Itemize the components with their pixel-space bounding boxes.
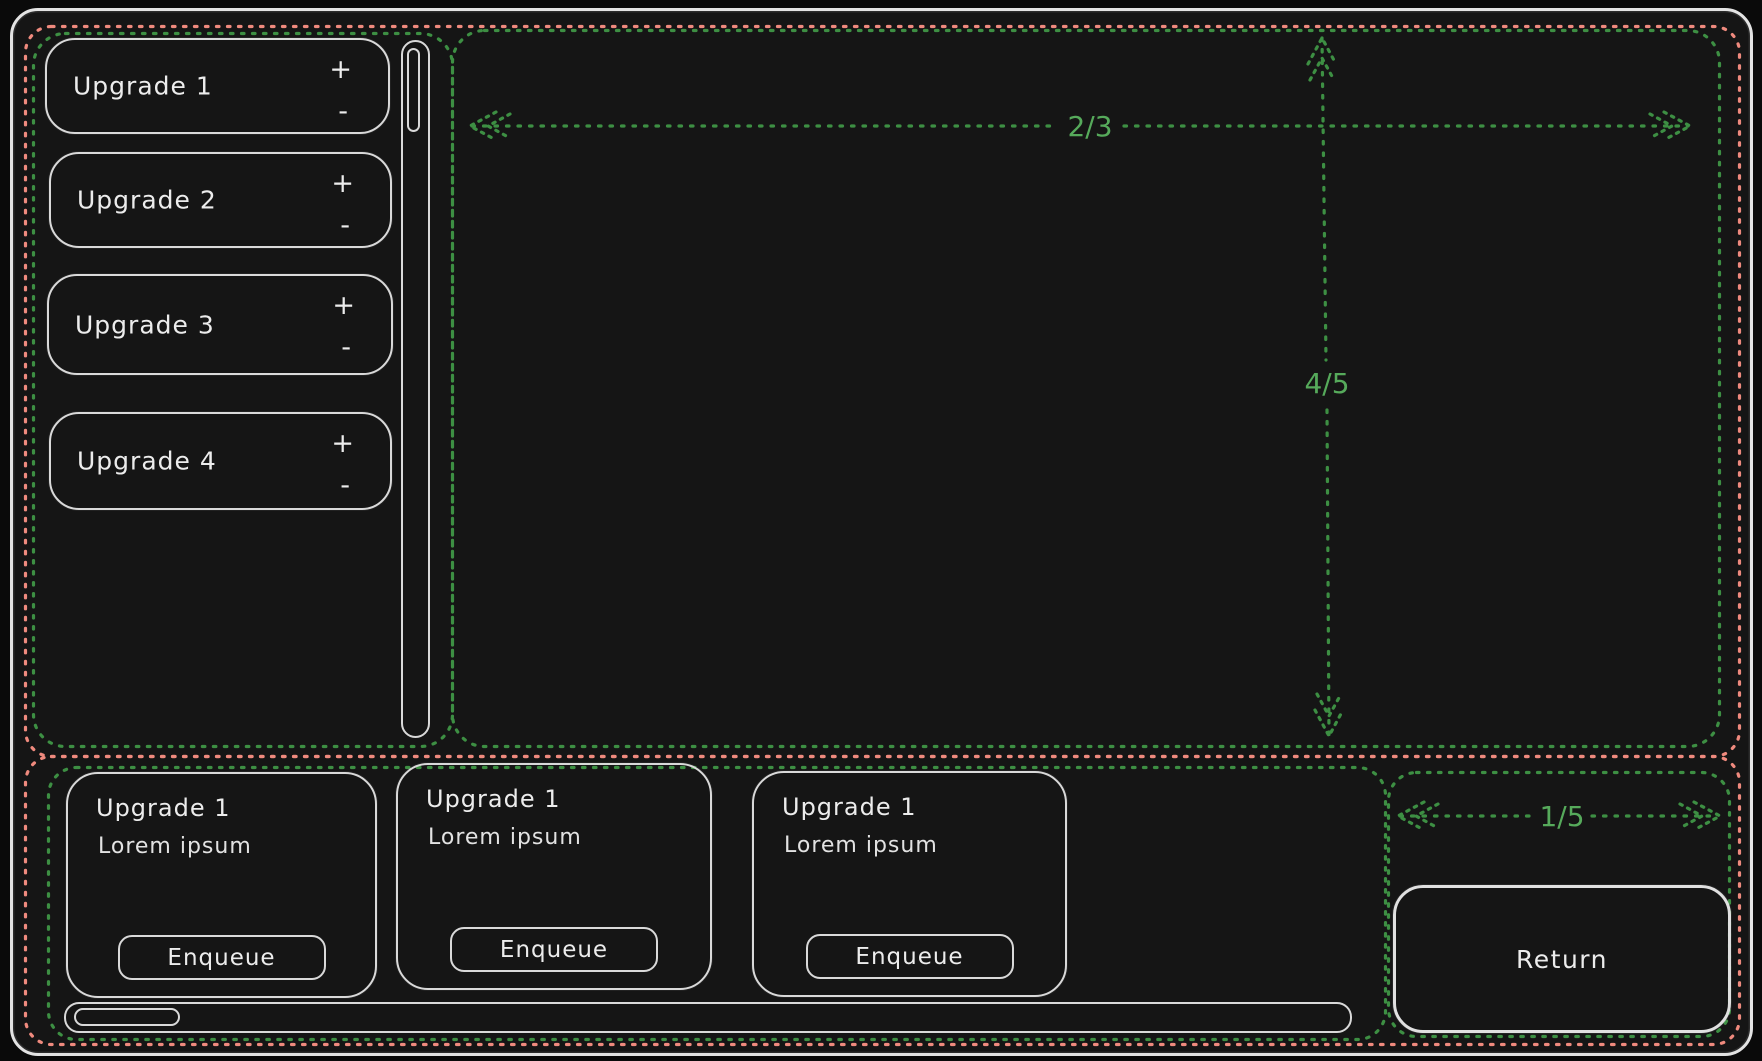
upgrade-label: Upgrade 3 <box>75 310 215 339</box>
queue-card-subtitle: Lorem ipsum <box>784 833 938 858</box>
sidebar-upgrade-row-1[interactable]: Upgrade 1 + - <box>45 38 390 134</box>
sidebar-upgrade-row-3[interactable]: Upgrade 3 + - <box>47 274 393 375</box>
decrement-button[interactable]: - <box>340 470 350 501</box>
increment-button[interactable]: + <box>329 54 352 85</box>
queue-card-1: Upgrade 1 Lorem ipsum Enqueue <box>66 772 377 998</box>
increment-button[interactable]: + <box>332 290 355 321</box>
queue-card-title: Upgrade 1 <box>782 793 917 821</box>
horizontal-scrollbar-track[interactable] <box>64 1002 1352 1033</box>
sidebar-upgrade-row-2[interactable]: Upgrade 2 + - <box>49 152 392 248</box>
queue-card-subtitle: Lorem ipsum <box>428 825 582 850</box>
vertical-scrollbar-thumb[interactable] <box>407 48 420 132</box>
horizontal-scrollbar-thumb[interactable] <box>74 1008 180 1026</box>
decrement-button[interactable]: - <box>341 332 351 363</box>
queue-card-title: Upgrade 1 <box>426 785 561 813</box>
queue-card-3: Upgrade 1 Lorem ipsum Enqueue <box>752 771 1067 997</box>
decrement-button[interactable]: - <box>340 210 350 241</box>
queue-card-subtitle: Lorem ipsum <box>98 834 252 859</box>
increment-button[interactable]: + <box>331 428 354 459</box>
upgrade-label: Upgrade 1 <box>73 71 213 101</box>
decrement-button[interactable]: - <box>338 96 348 127</box>
enqueue-button[interactable]: Enqueue <box>450 927 658 972</box>
queue-card-2: Upgrade 1 Lorem ipsum Enqueue <box>396 763 712 990</box>
vertical-scrollbar-track[interactable] <box>401 40 430 738</box>
sidebar-upgrade-row-4[interactable]: Upgrade 4 + - <box>49 412 392 510</box>
enqueue-button[interactable]: Enqueue <box>117 935 326 980</box>
upgrade-label: Upgrade 2 <box>77 185 217 215</box>
return-button[interactable]: Return <box>1393 885 1731 1033</box>
enqueue-button[interactable]: Enqueue <box>805 934 1014 979</box>
upgrade-label: Upgrade 4 <box>77 446 217 476</box>
increment-button[interactable]: + <box>331 168 354 199</box>
queue-card-title: Upgrade 1 <box>96 794 231 822</box>
